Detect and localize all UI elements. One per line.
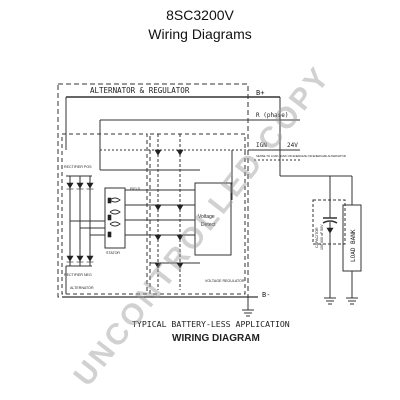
rectifier-pos-label: RECTIFIER POS xyxy=(64,165,92,169)
ign-note: SENSE TO LOAD BANK OR ENERGIZE OR ENERGI… xyxy=(256,154,346,158)
box-label: ALTERNATOR & REGULATOR xyxy=(90,86,190,95)
voltage-regulator-label: VOLTAGE REGULATOR xyxy=(205,279,245,283)
terminal-ign-label: IGN xyxy=(256,142,267,149)
vr-block-line2: Detect xyxy=(201,222,216,228)
alternator-box xyxy=(61,133,148,295)
terminal-rphase-label: R (phase) xyxy=(256,112,289,119)
capacitor-label: CAPACITOR xyxy=(315,227,319,248)
vr-block-line1: Voltage xyxy=(198,214,215,220)
rectifier-neg-label: RECTIFIER NEG xyxy=(64,273,92,277)
stator-block xyxy=(104,187,126,249)
terminal-bminus-label: B- xyxy=(262,291,270,299)
regulator-box xyxy=(149,133,246,295)
voltage-detect-block xyxy=(194,182,232,256)
field-label: FIELD xyxy=(130,187,141,191)
terminal-bplus-label: B+ xyxy=(256,89,264,97)
application-label: TYPICAL BATTERY-LESS APPLICATION xyxy=(132,319,290,329)
stator-label: STATOR xyxy=(106,251,120,255)
model-title: 8SC3200V xyxy=(166,7,234,23)
load-bank-label: LOAD BANK xyxy=(350,229,357,262)
capacitor-box xyxy=(312,199,346,245)
alternator-label: ALTERNATOR xyxy=(70,286,94,290)
capacitor-note: 100,000 uF 50V xyxy=(320,224,324,250)
voltage-24-label: 24V xyxy=(287,142,298,149)
page-subtitle: Wiring Diagrams xyxy=(148,26,252,42)
footer-label: WIRING DIAGRAM xyxy=(172,333,260,344)
